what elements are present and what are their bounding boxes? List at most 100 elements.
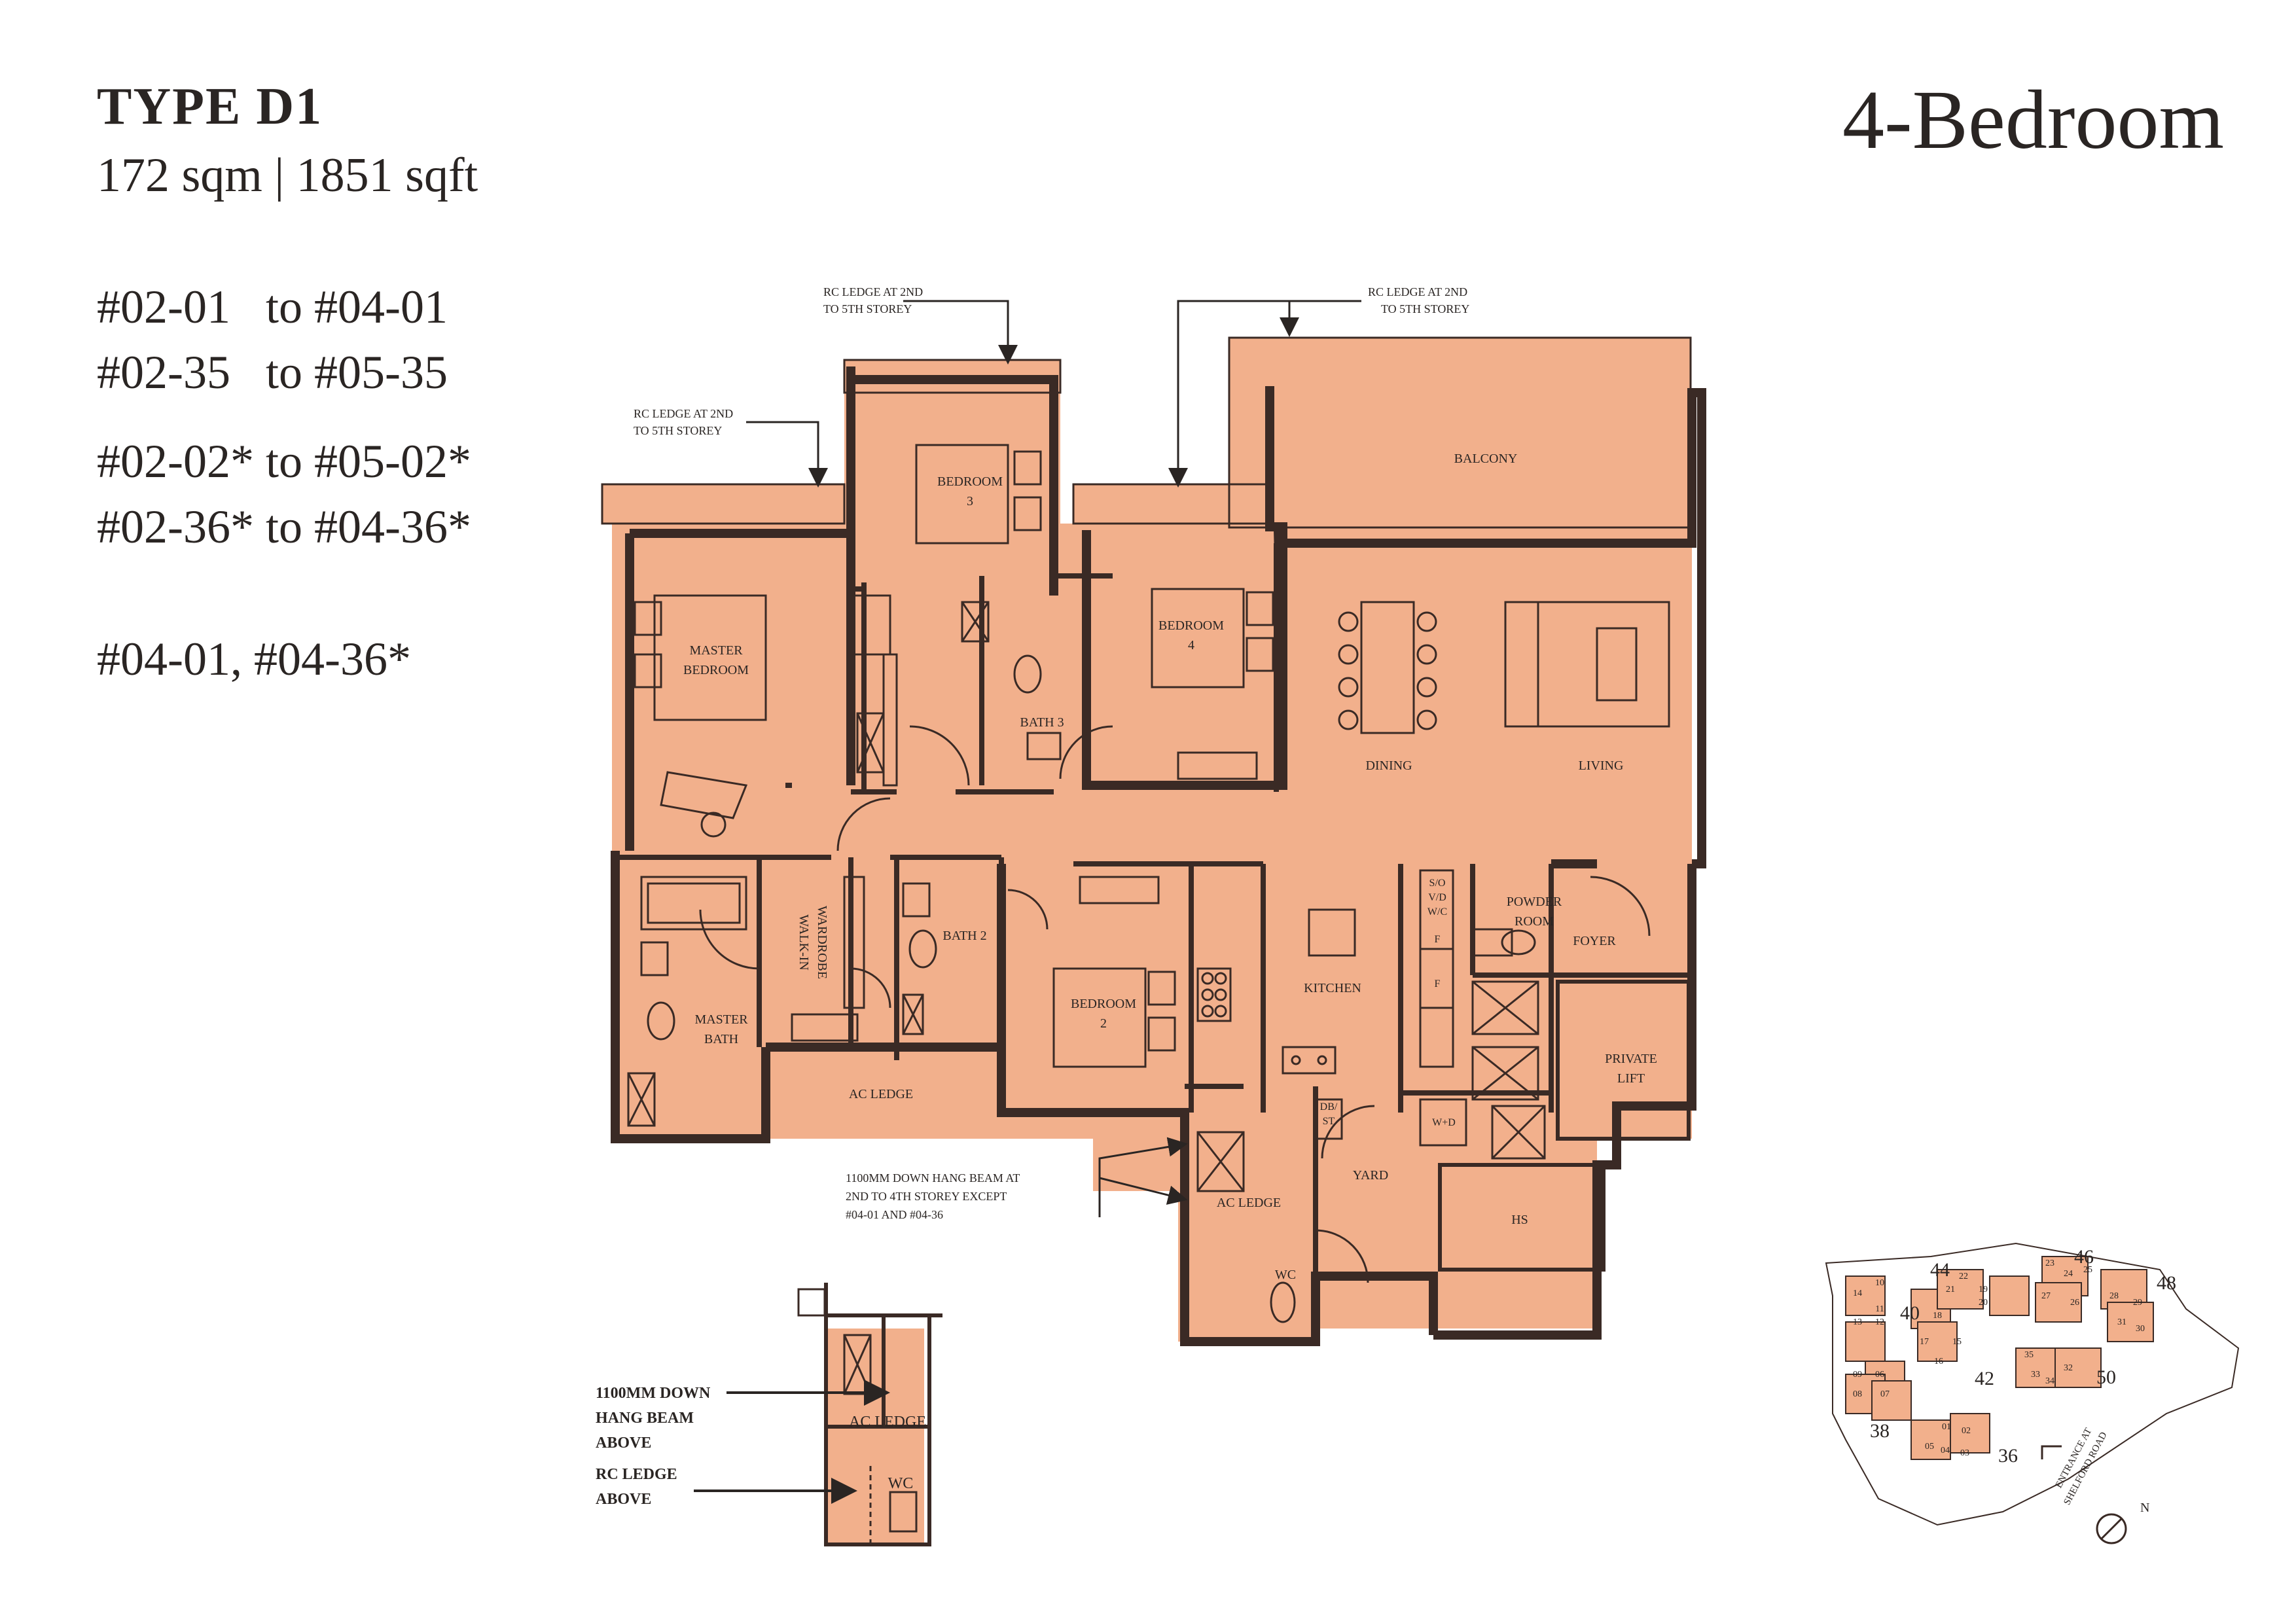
room-label-dining: DINING bbox=[1365, 758, 1412, 773]
room-label-fridge-1: F bbox=[1435, 934, 1441, 945]
inset-note-beam-line-1: 1100MM DOWN bbox=[596, 1385, 711, 1402]
inset-note-rc-line-2: ABOVE bbox=[596, 1491, 651, 1508]
note-rc-ledge-3-line-2: TO 5TH STOREY bbox=[634, 424, 722, 437]
site-unit-10: 10 bbox=[1875, 1278, 1884, 1288]
site-unit-08: 08 bbox=[1853, 1389, 1862, 1399]
site-unit-20: 20 bbox=[1979, 1298, 1988, 1308]
site-unit-02: 02 bbox=[1962, 1426, 1971, 1436]
room-label-balcony: BALCONY bbox=[1454, 452, 1518, 466]
site-unit-09: 09 bbox=[1853, 1370, 1862, 1380]
leader-beam-1 bbox=[1098, 1137, 1188, 1217]
inset-note-beam-line-3: ABOVE bbox=[596, 1435, 651, 1452]
site-unit-14: 14 bbox=[1853, 1289, 1862, 1298]
room-label-master-bedroom-2: BEDROOM bbox=[683, 663, 749, 677]
site-block-40: 40 bbox=[1900, 1302, 1920, 1324]
room-label-bedroom-3-number: 3 bbox=[967, 494, 973, 508]
inset-detail: AC LEDGE WC 1100MM DOWN HANG BEAM ABOVE … bbox=[596, 1283, 942, 1546]
note-rc-ledge-3-line-1: RC LEDGE AT 2ND bbox=[634, 407, 733, 420]
room-label-powder: POWDER bbox=[1507, 895, 1562, 909]
main-floor-plan bbox=[601, 336, 1706, 1346]
site-unit-03: 03 bbox=[1960, 1448, 1969, 1458]
site-unit-32: 32 bbox=[2064, 1363, 2073, 1373]
note-rc-ledge-2-line-1: RC LEDGE AT 2ND bbox=[1368, 285, 1467, 298]
site-unit-26: 26 bbox=[2070, 1298, 2079, 1308]
inset-note-beam-line-2: HANG BEAM bbox=[596, 1410, 694, 1427]
site-unit-25: 25 bbox=[2083, 1265, 2092, 1275]
site-unit-12: 12 bbox=[1875, 1317, 1884, 1327]
unit-range-4: #02-36* to #04-36* bbox=[97, 501, 471, 553]
bedroom-type-title: 4-Bedroom bbox=[1842, 73, 2224, 166]
site-unit-27: 27 bbox=[2041, 1291, 2051, 1301]
north-label: N bbox=[2140, 1501, 2149, 1515]
room-label-wd: W+D bbox=[1432, 1117, 1456, 1128]
site-unit-30: 30 bbox=[2136, 1324, 2145, 1334]
site-unit-34: 34 bbox=[2045, 1376, 2054, 1386]
site-unit-22: 22 bbox=[1959, 1272, 1968, 1281]
north-arrow-icon bbox=[2096, 1513, 2127, 1544]
room-label-walk-in: WALK-IN bbox=[797, 914, 811, 971]
unit-area: 172 sqm | 1851 sqft bbox=[97, 149, 478, 202]
room-label-master-bedroom: MASTER bbox=[689, 643, 743, 658]
site-unit-31: 31 bbox=[2117, 1317, 2126, 1327]
room-label-master-bath: MASTER bbox=[694, 1012, 748, 1027]
note-beam-line-3: #04-01 AND #04-36 bbox=[846, 1208, 943, 1221]
inset-label-wc: WC bbox=[888, 1475, 914, 1492]
room-label-kitchen: KITCHEN bbox=[1304, 981, 1361, 995]
unit-range-1: #02-01 to #04-01 bbox=[97, 281, 448, 333]
note-rc-ledge-2-line-2: TO 5TH STOREY bbox=[1381, 302, 1469, 315]
room-label-private: PRIVATE bbox=[1605, 1052, 1657, 1066]
inset-label-ac-ledge: AC LEDGE bbox=[849, 1414, 926, 1431]
site-block-38: 38 bbox=[1870, 1420, 1890, 1442]
room-label-wc: WC bbox=[1275, 1268, 1296, 1282]
unit-range-5: #04-01, #04-36* bbox=[97, 633, 411, 685]
leader-beam-2 bbox=[1099, 1177, 1188, 1205]
site-block-50: 50 bbox=[2096, 1366, 2116, 1388]
room-label-master-bath-2: BATH bbox=[704, 1032, 738, 1046]
unit-type-title: TYPE D1 bbox=[97, 78, 323, 135]
site-unit-21: 21 bbox=[1946, 1285, 1955, 1294]
room-label-vd: V/D bbox=[1428, 892, 1446, 903]
room-label-bedroom-3: BEDROOM bbox=[937, 474, 1003, 489]
room-label-living: LIVING bbox=[1579, 758, 1624, 773]
site-unit-33: 33 bbox=[2031, 1370, 2040, 1380]
room-label-fridge-2: F bbox=[1435, 978, 1441, 990]
room-label-bath-2: BATH 2 bbox=[942, 929, 986, 943]
site-block-46: 46 bbox=[2074, 1246, 2094, 1268]
room-label-so: S/O bbox=[1429, 878, 1446, 889]
site-unit-28: 28 bbox=[2109, 1291, 2119, 1301]
site-unit-04: 04 bbox=[1941, 1446, 1950, 1455]
site-unit-16: 16 bbox=[1934, 1357, 1943, 1366]
site-unit-05: 05 bbox=[1925, 1442, 1934, 1452]
room-label-private-lift: LIFT bbox=[1617, 1071, 1645, 1086]
room-label-bedroom-4: BEDROOM bbox=[1158, 618, 1224, 633]
inset-note-rc-line-1: RC LEDGE bbox=[596, 1466, 677, 1483]
room-label-st: ST bbox=[1323, 1116, 1335, 1127]
leader-rc-ledge-3 bbox=[746, 421, 828, 488]
room-label-bedroom-4-number: 4 bbox=[1188, 638, 1194, 652]
room-label-yard: YARD bbox=[1353, 1168, 1388, 1183]
site-block-36: 36 bbox=[1998, 1445, 2018, 1467]
note-rc-ledge-1-line-2: TO 5TH STOREY bbox=[823, 302, 912, 315]
room-label-bath-3: BATH 3 bbox=[1020, 715, 1064, 730]
site-unit-19: 19 bbox=[1979, 1285, 1988, 1294]
site-unit-06: 06 bbox=[1875, 1370, 1884, 1380]
note-rc-ledge-1-line-1: RC LEDGE AT 2ND bbox=[823, 285, 923, 298]
site-entrance-arrow bbox=[2041, 1445, 2062, 1459]
site-unit-35: 35 bbox=[2024, 1350, 2034, 1360]
site-unit-07: 07 bbox=[1880, 1389, 1890, 1399]
site-block-44: 44 bbox=[1930, 1259, 1950, 1281]
site-unit-01: 01 bbox=[1942, 1422, 1951, 1432]
site-unit-17: 17 bbox=[1920, 1337, 1929, 1347]
room-label-bedroom-2-number: 2 bbox=[1100, 1016, 1107, 1031]
room-label-hs: HS bbox=[1511, 1213, 1528, 1227]
site-unit-24: 24 bbox=[2064, 1269, 2073, 1279]
room-label-bedroom-2: BEDROOM bbox=[1071, 997, 1136, 1011]
room-label-ac-ledge-1: AC LEDGE bbox=[849, 1087, 913, 1101]
room-label-wc-short: W/C bbox=[1427, 906, 1447, 918]
room-label-foyer: FOYER bbox=[1573, 934, 1616, 948]
site-block-42: 42 bbox=[1975, 1368, 1994, 1389]
site-key-plan: 14 10 11 13 12 09 06 08 07 22 21 19 20 1… bbox=[1825, 1242, 2240, 1544]
note-beam-line-1: 1100MM DOWN HANG BEAM AT bbox=[846, 1171, 1020, 1185]
site-unit-29: 29 bbox=[2133, 1298, 2142, 1308]
